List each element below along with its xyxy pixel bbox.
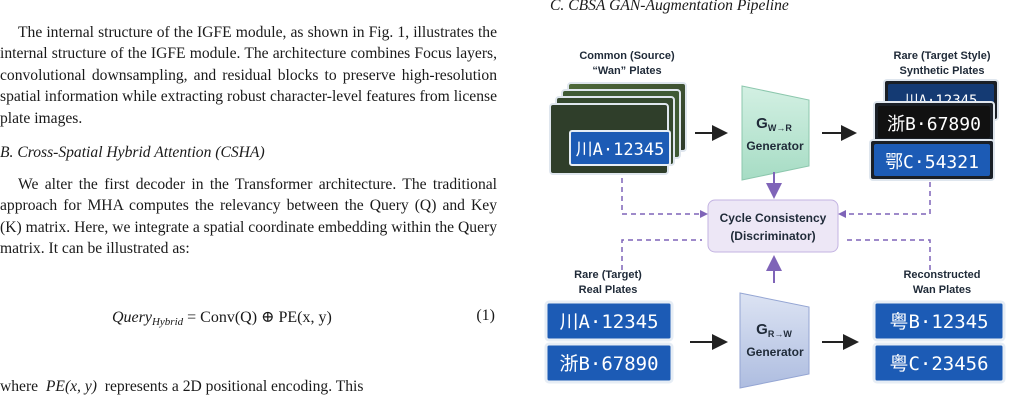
recon-bottom-text: 粤C·23456 <box>889 353 988 375</box>
figure-cbsa-pipeline: Common (Source) “Wan” Plates Rare (Targe… <box>522 0 1019 412</box>
generator-w-to-r: GW→R Generator <box>741 85 810 181</box>
pipeline-diagram: Common (Source) “Wan” Plates Rare (Targe… <box>544 50 1006 389</box>
real-plate-stack: 川A·12345 浙B·67890 <box>544 300 674 384</box>
paragraph-igfe: The internal structure of the IGFE modul… <box>0 24 497 127</box>
label-source-1: Common (Source) <box>579 50 675 62</box>
svg-text:GR→W: GR→W <box>756 321 792 339</box>
synth-front-text: 鄂C·54321 <box>885 152 979 173</box>
label-source-2: “Wan” Plates <box>592 65 661 77</box>
cycle-line1: Cycle Consistency <box>720 211 827 225</box>
equation-1: QueryHybrid = Conv(Q) ⊕ PE(x, y) (1) <box>0 307 497 333</box>
where-word: where <box>0 378 39 395</box>
section-c-heading: C. CBSA GAN-Augmentation Pipeline <box>550 0 789 14</box>
synth-mid-text: 浙B·67890 <box>887 114 981 135</box>
source-plate-stack: 川A·12345 <box>549 82 687 175</box>
equation-rhs: = Conv(Q) ⊕ PE(x, y) <box>187 309 332 326</box>
paragraph-csha: We alter the first decoder in the Transf… <box>0 176 497 258</box>
gen-bot-sub: R→W <box>768 329 792 339</box>
pe-symbol: PE(x, y) <box>45 378 97 395</box>
label-recon-2: Wan Plates <box>913 284 971 296</box>
dashed-connectors <box>621 178 931 270</box>
gen-bot-label: Generator <box>746 345 804 359</box>
synthetic-plate-stack: 川A·12345 浙B·67890 鄂C·54321 <box>869 79 999 181</box>
label-recon-1: Reconstructed <box>903 269 980 281</box>
gen-top-sub: W→R <box>768 123 792 133</box>
paragraph-where: where PE(x, y) represents a 2D positiona… <box>0 376 497 397</box>
recon-plate-stack: 粤B·12345 粤C·23456 <box>872 300 1006 384</box>
where-rest: represents a 2D positional encoding. Thi… <box>104 378 364 395</box>
gen-bot-symbol: G <box>756 321 768 338</box>
equation-body: QueryHybrid = Conv(Q) ⊕ PE(x, y) <box>112 307 332 328</box>
label-synth-1: Rare (Target Style) <box>894 50 991 62</box>
gen-top-symbol: G <box>756 115 768 132</box>
equation-lhs: Query <box>112 309 152 326</box>
gen-top-label: Generator <box>746 139 804 153</box>
right-column: C. CBSA GAN-Augmentation Pipeline <box>522 0 1019 412</box>
label-real-2: Real Plates <box>579 284 638 296</box>
cycle-consistency-box: Cycle Consistency (Discriminator) <box>707 199 839 253</box>
equation-lhs-sub: Hybrid <box>151 316 184 328</box>
dash-arrow-left-top <box>700 210 708 218</box>
left-column: The internal structure of the IGFE modul… <box>0 0 497 412</box>
label-real-1: Rare (Target) <box>574 269 642 281</box>
label-synth-2: Synthetic Plates <box>900 65 985 77</box>
section-b-heading: B. Cross-Spatial Hybrid Attention (CSHA) <box>0 144 265 161</box>
generator-r-to-w: GR→W Generator <box>739 292 810 389</box>
cycle-line2: (Discriminator) <box>730 229 815 243</box>
real-top-text: 川A·12345 <box>559 311 658 333</box>
svg-text:GW→R: GW→R <box>756 115 792 133</box>
source-plate-text: 川A·12345 <box>576 140 665 160</box>
equation-number: (1) <box>476 307 495 324</box>
recon-top-text: 粤B·12345 <box>889 311 988 333</box>
dash-arrow-right-top <box>838 210 846 218</box>
real-bottom-text: 浙B·67890 <box>559 353 658 375</box>
